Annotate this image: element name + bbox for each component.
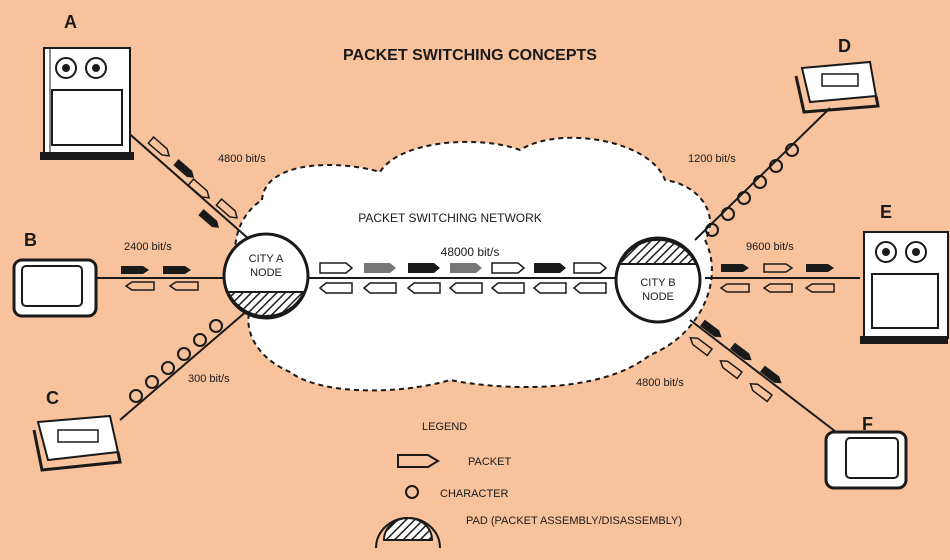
character [194,334,206,346]
terminal-c-letter: C [46,388,59,408]
legend-pad-label: PAD (PACKET ASSEMBLY/DISASSEMBLY) [466,515,682,527]
terminal-d-speed: 1200 bit/s [688,153,736,165]
terminal-b-letter: B [24,230,37,250]
packet [764,264,792,272]
legend-character-label: CHARACTER [440,488,509,500]
packet [721,264,749,272]
terminal-f-letter: F [862,414,873,434]
city-b-label-1: CITY B [640,277,675,289]
character [130,390,142,402]
network-label: PACKET SWITCHING NETWORK [358,211,542,225]
legend-heading: LEGEND [422,421,467,433]
terminal-f-crt-icon [826,432,906,488]
character [738,192,750,204]
terminal-d-letter: D [838,36,851,56]
terminal-a-letter: A [64,12,77,32]
terminal-a-tape-unit-icon [40,48,134,160]
terminal-e-tape-unit-icon [860,232,948,344]
legend-pad-icon [376,518,440,548]
terminal-e-speed: 9600 bit/s [746,241,794,253]
packet [688,335,712,356]
packet [806,284,834,292]
packet [148,137,171,159]
packet [170,282,198,290]
city-b-node: CITY B NODE [616,238,700,322]
character [178,348,190,360]
packet [173,159,196,181]
link-d [695,108,830,240]
packet [806,264,834,272]
packet [126,282,154,290]
city-a-node: CITY A NODE [224,234,308,318]
terminal-c-printer-icon [34,416,120,470]
link-c [120,310,248,420]
terminal-c-speed: 300 bit/s [188,373,230,385]
terminal-f-speed: 4800 bit/s [636,377,684,389]
link-a-packets [148,137,239,231]
packet [364,263,396,273]
character [162,362,174,374]
packet [121,266,149,274]
page-title: PACKET SWITCHING CONCEPTS [343,47,597,64]
city-a-label-2: NODE [250,267,282,279]
packet [216,199,239,221]
packet [718,358,742,379]
legend-packet-icon [398,455,438,467]
link-f-packets [688,320,784,402]
packet [408,263,440,273]
terminal-d-printer-icon [796,62,878,112]
character [722,208,734,220]
character [210,320,222,332]
packet [748,381,772,402]
legend: LEGEND PACKET CHARACTER PAD (PACKET ASSE… [376,421,682,548]
character [146,376,158,388]
city-b-label-2: NODE [642,291,674,303]
packet [721,284,749,292]
terminal-e-letter: E [880,202,892,222]
link-c-characters [130,320,222,402]
city-a-label-1: CITY A [249,253,284,265]
legend-character-icon [406,486,418,498]
terminal-b-speed: 2400 bit/s [124,241,172,253]
packet [450,263,482,273]
legend-packet-label: PACKET [468,456,511,468]
packet [163,266,191,274]
terminal-b-crt-icon [14,260,96,316]
trunk-speed-label: 48000 bit/s [441,245,500,259]
terminal-a-speed: 4800 bit/s [218,153,266,165]
packet [534,263,566,273]
link-f [690,320,840,435]
packet [764,284,792,292]
